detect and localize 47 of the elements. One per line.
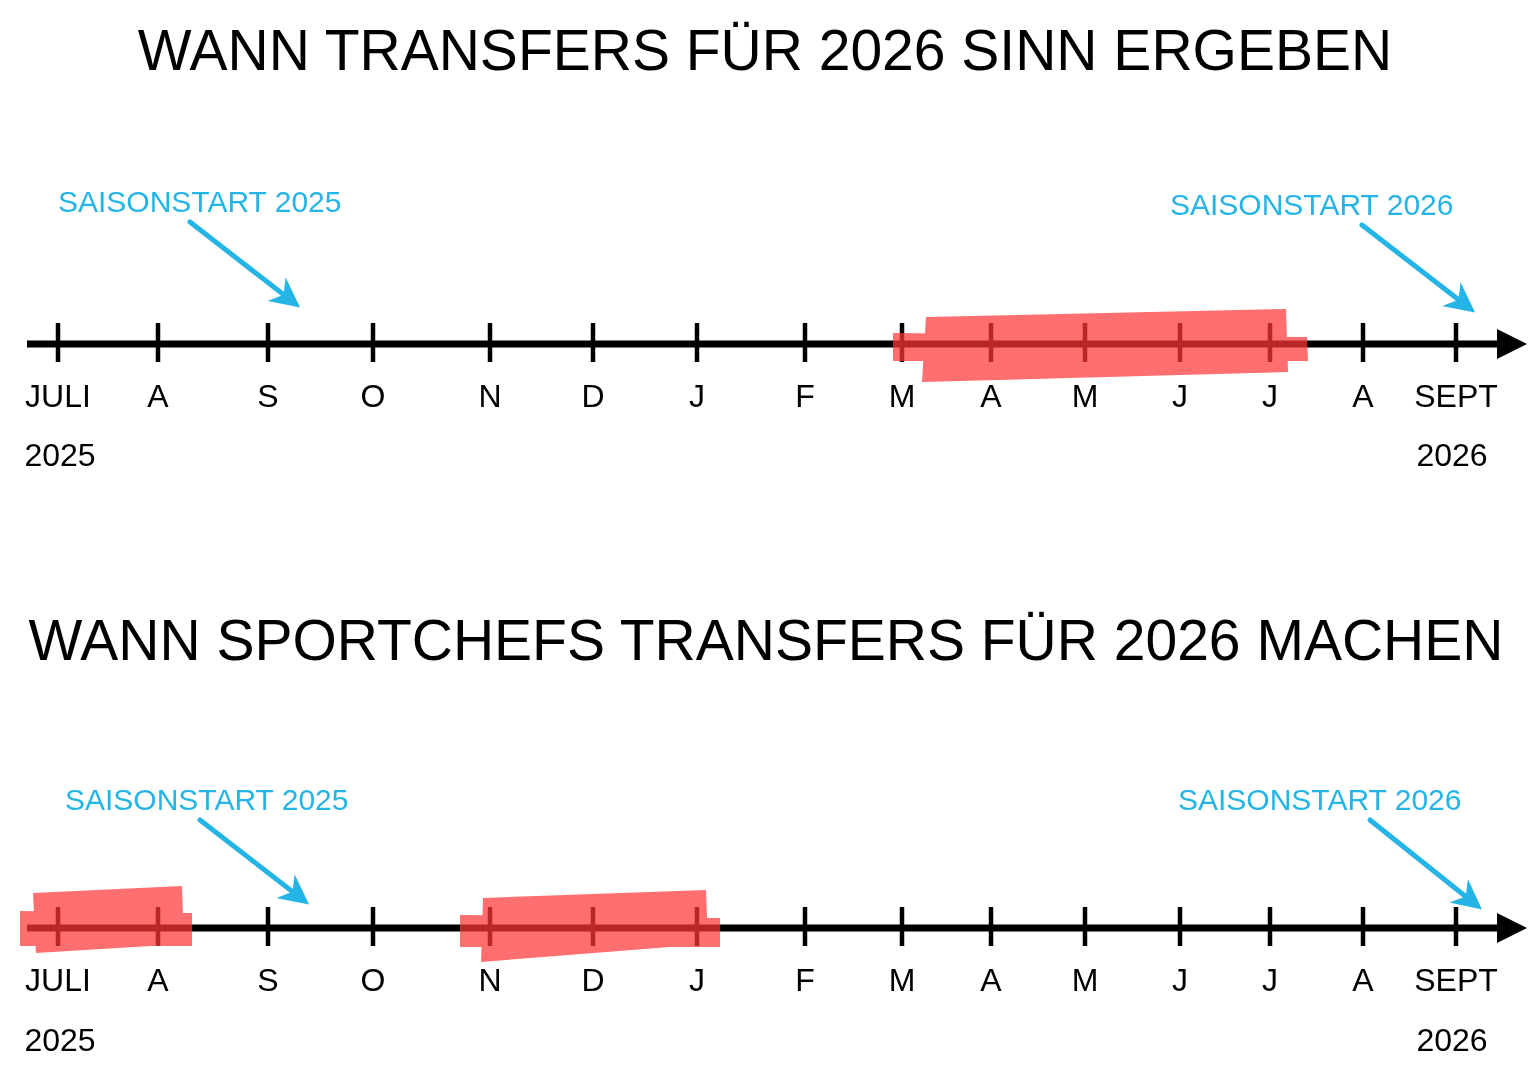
month-label: O	[360, 964, 386, 996]
year-label: 2026	[1416, 439, 1488, 471]
month-label: M	[1071, 380, 1099, 412]
month-label: A	[1352, 964, 1374, 996]
month-label: A	[147, 964, 169, 996]
highlight-bar	[893, 309, 1308, 382]
month-label: J	[1172, 964, 1188, 996]
month-label: JULI	[25, 380, 91, 412]
arrow	[1367, 817, 1483, 910]
month-label: M	[888, 964, 916, 996]
month-label: M	[888, 380, 916, 412]
month-label: D	[581, 380, 605, 412]
year-label: 2025	[24, 439, 96, 471]
arrow	[187, 219, 301, 308]
month-label: J	[1172, 380, 1188, 412]
year-label: 2025	[24, 1024, 96, 1056]
month-label: N	[478, 964, 502, 996]
month-label: A	[980, 964, 1002, 996]
month-label: O	[360, 380, 386, 412]
month-label: SEPT	[1414, 964, 1498, 996]
month-label: J	[1262, 380, 1278, 412]
arrow	[197, 817, 310, 905]
month-label: A	[147, 380, 169, 412]
month-label: SEPT	[1414, 380, 1498, 412]
highlight-bar	[20, 886, 192, 953]
month-label: A	[980, 380, 1002, 412]
year-label: 2026	[1416, 1024, 1488, 1056]
month-label: J	[689, 380, 705, 412]
month-label: F	[795, 964, 815, 996]
month-label: J	[689, 964, 705, 996]
heading: WANN TRANSFERS FÜR 2026 SINN ERGEBEN	[137, 21, 1393, 79]
month-label: N	[478, 380, 502, 412]
month-label: A	[1352, 380, 1374, 412]
month-label: D	[581, 964, 605, 996]
highlight-bar	[460, 890, 720, 962]
month-label: S	[257, 380, 279, 412]
annotation-text: SAISONSTART 2025	[65, 785, 349, 815]
month-label: F	[795, 380, 815, 412]
month-label: M	[1071, 964, 1099, 996]
annotation-text: SAISONSTART 2025	[58, 187, 342, 217]
month-label: J	[1262, 964, 1278, 996]
month-label: S	[257, 964, 279, 996]
heading: WANN SPORTCHEFS TRANSFERS FÜR 2026 MACHEN	[28, 611, 1504, 669]
annotation-text: SAISONSTART 2026	[1170, 190, 1454, 220]
arrow	[1359, 222, 1476, 313]
annotation-text: SAISONSTART 2026	[1178, 785, 1462, 815]
month-label: JULI	[25, 964, 91, 996]
